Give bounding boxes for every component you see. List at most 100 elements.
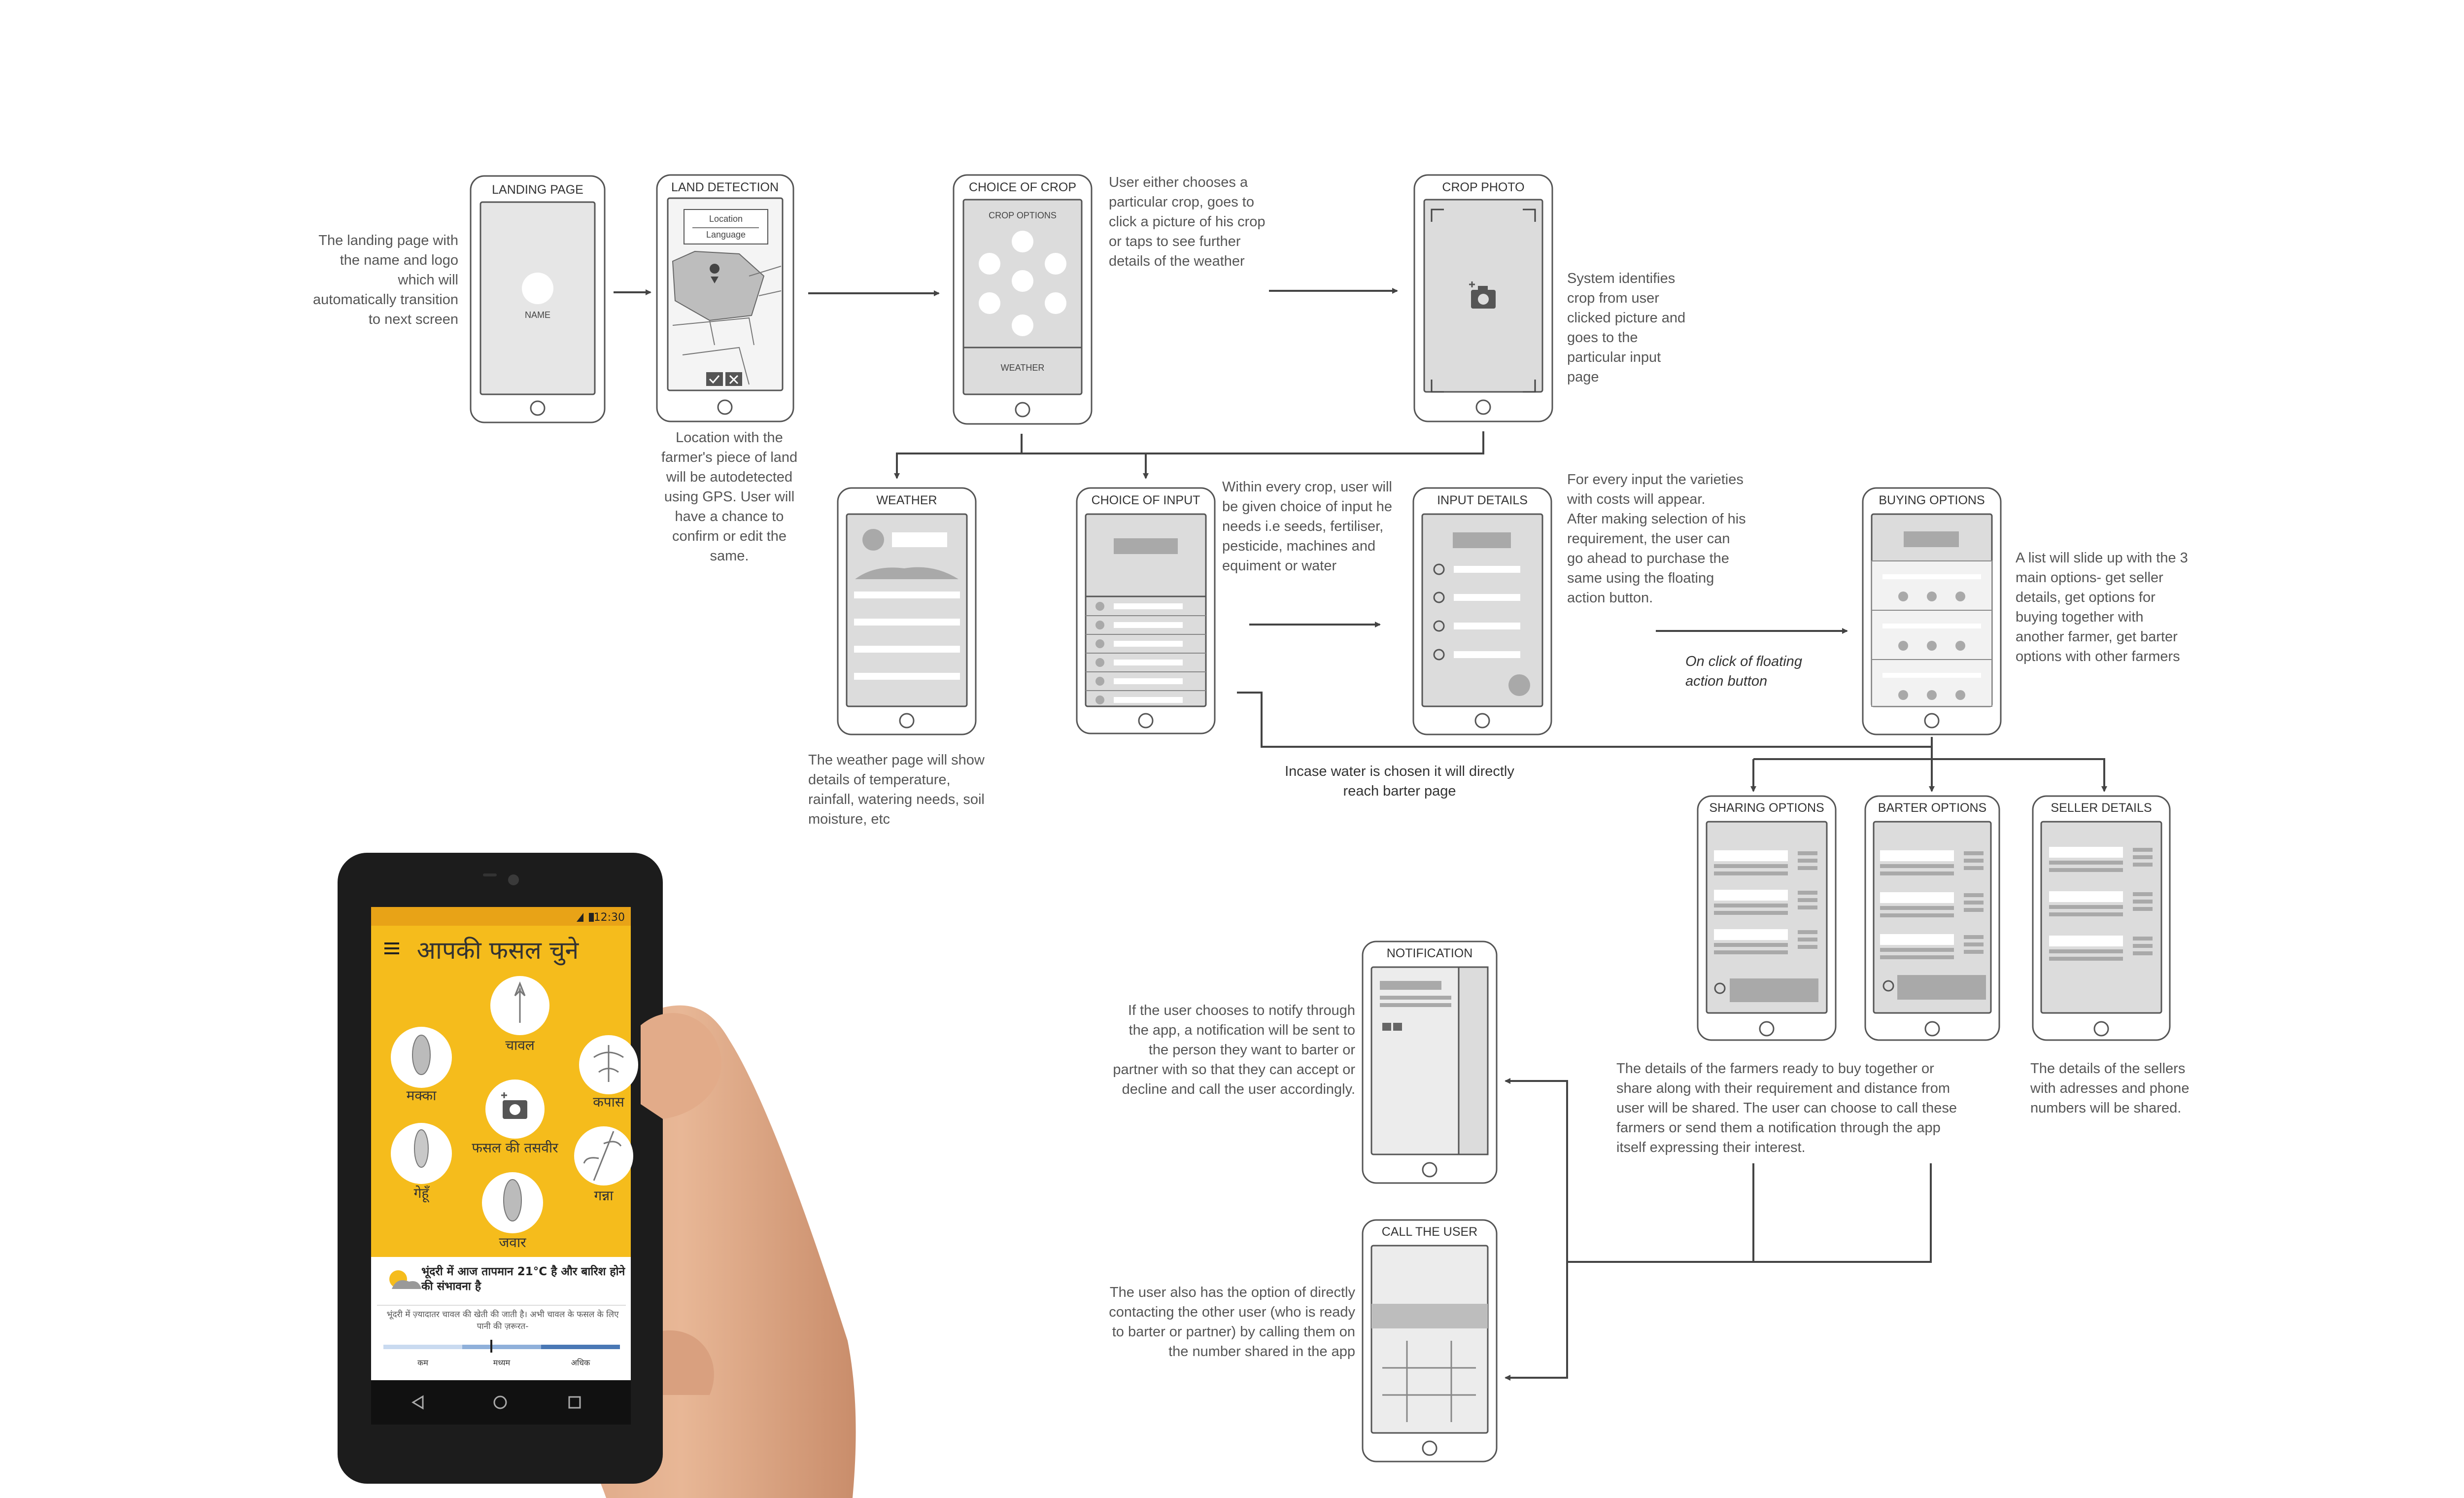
- accept-icon: [1382, 1023, 1391, 1031]
- annotation-input-details: For every input the varieties with costs…: [1567, 472, 1746, 606]
- crop-label-sorghum: जवार: [499, 1234, 526, 1251]
- screen-land-detection: LAND DETECTION Location Language: [656, 174, 794, 422]
- input-list: [1086, 595, 1206, 704]
- app-name-label: NAME: [525, 310, 550, 320]
- home-button: [1422, 1162, 1437, 1178]
- arrow-photo-to-input: [1143, 431, 1484, 479]
- caller-info: [1371, 1304, 1488, 1328]
- home-button: [899, 713, 915, 729]
- home-button: [1759, 1021, 1775, 1037]
- sugarcane-icon: [583, 1131, 622, 1181]
- screen-title: WEATHER: [876, 493, 937, 507]
- screen-seller-details: SELLER DETAILS: [2032, 795, 2171, 1041]
- crop-photo-camera-icon: [501, 1092, 527, 1119]
- weather-summary: भूंदरी में आज तापमान 21°C है और बारिश हो…: [421, 1265, 625, 1293]
- cloud-icon: [392, 1280, 421, 1289]
- weather-graph: [855, 567, 958, 579]
- screen-barter-options: BARTER OPTIONS: [1864, 795, 2000, 1041]
- water-need-scale: कम मध्यम अधिक: [383, 1340, 620, 1367]
- scale-high: अधिक: [571, 1358, 590, 1367]
- screen-crop-photo: CROP PHOTO: [1413, 174, 1553, 422]
- screen-title: CHOICE OF INPUT: [1092, 493, 1200, 507]
- wheat-icon: [414, 1129, 429, 1168]
- home-button: [530, 400, 546, 416]
- annotation-floating-action: On click of floating action button: [1685, 654, 1802, 689]
- rice-icon: [514, 981, 526, 1023]
- annotation-input-choice: Within every crop, user will be given ch…: [1222, 479, 1393, 574]
- crop-label-sugarcane: गन्ना: [594, 1187, 614, 1204]
- arrow-to-notification: [1505, 1078, 1753, 1263]
- screen-landing-page: LANDING PAGE NAME: [470, 175, 606, 423]
- home-button: [1924, 1021, 1940, 1037]
- screen-title: NOTIFICATION: [1387, 946, 1473, 960]
- location-pin-icon: [710, 264, 720, 283]
- app-heading: आपकी फसल चुने: [417, 936, 580, 966]
- weather-footer: WEATHER: [1001, 363, 1045, 373]
- annotation-crop-photo: System identifies crop from user clicked…: [1567, 271, 1686, 385]
- crop-grid[interactable]: चावल मक्का कपास फसल की तसवीर गेहूँ गन्ना: [391, 976, 638, 1251]
- land-parcel: [672, 250, 765, 321]
- annotation-farmers: The details of the farmers ready to buy …: [1616, 1061, 1957, 1155]
- water-advice: भूंदरी में ज़्यादातर चावल की खेती की जात…: [386, 1310, 619, 1331]
- home-button: [1422, 1440, 1437, 1456]
- annotation-call: The user also has the option of directly…: [1109, 1285, 1355, 1359]
- screen-area: [1706, 821, 1828, 1014]
- screen-input-details: INPUT DETAILS: [1412, 487, 1552, 735]
- home-button: [717, 399, 733, 415]
- finger: [663, 1330, 714, 1395]
- menu-icon[interactable]: [384, 942, 399, 954]
- back-icon[interactable]: [411, 1395, 424, 1410]
- crop-options-header: CROP OPTIONS: [989, 210, 1057, 220]
- arrow-crop-to-weather: [894, 434, 1023, 479]
- status-icons: [577, 913, 594, 922]
- annotation-landing: The landing page with the name and logo …: [313, 233, 458, 327]
- confirm-icon: [706, 372, 723, 386]
- viewfinder-corners: [1431, 209, 1536, 393]
- maize-icon: [412, 1035, 431, 1075]
- annotation-land-detection: Location with the farmer's piece of land…: [661, 430, 798, 564]
- water-connector: [1237, 692, 1932, 748]
- connectors: [614, 288, 2107, 1381]
- crop-option-circles: [979, 231, 1066, 336]
- screen-call-user: CALL THE USER: [1362, 1219, 1498, 1463]
- screen-area: [1085, 513, 1207, 707]
- map-roads: [672, 266, 782, 385]
- weather-icon: [862, 529, 884, 551]
- screen-choice-of-input: CHOICE OF INPUT: [1076, 487, 1216, 734]
- annotation-water: Incase water is chosen it will directly …: [1285, 764, 1514, 799]
- scale-medium: मध्यम: [493, 1358, 511, 1367]
- decline-icon: [1393, 1023, 1402, 1031]
- options-sheet: [1871, 560, 1992, 707]
- screen-area: [1370, 1245, 1489, 1434]
- screen-area: [1421, 513, 1543, 707]
- crop-label-wheat: गेहूँ: [414, 1185, 430, 1203]
- recents-icon[interactable]: [568, 1396, 581, 1409]
- annotation-weather: The weather page will show details of te…: [808, 752, 985, 827]
- weather-card[interactable]: [371, 1257, 631, 1380]
- screen-title: SELLER DETAILS: [2051, 801, 2152, 815]
- screen-title: BARTER OPTIONS: [1878, 801, 1986, 815]
- floating-action-button: [1508, 674, 1530, 696]
- home-button: [1474, 713, 1490, 729]
- home-icon[interactable]: [493, 1395, 507, 1409]
- screen-area: [846, 513, 968, 707]
- crop-label-rice: चावल: [505, 1037, 535, 1053]
- scale-marker: [490, 1340, 492, 1353]
- annotation-buying: A list will slide up with the 3 main opt…: [2016, 550, 2188, 664]
- location-field: Location: [709, 214, 743, 224]
- screen-sharing-options: SHARING OPTIONS: [1697, 795, 1837, 1041]
- location-card: [684, 209, 768, 244]
- screen-weather: WEATHER: [837, 487, 977, 735]
- camera-icon: [1469, 281, 1496, 309]
- screen-title: BUYING OPTIONS: [1879, 493, 1985, 507]
- crop-label-cotton: कपास: [593, 1094, 625, 1110]
- logo-placeholder: [522, 273, 553, 304]
- sorghum-icon: [503, 1179, 522, 1221]
- annotation-sellers: The details of the sellers with adresses…: [2030, 1061, 2190, 1116]
- home-button: [1475, 399, 1491, 415]
- screen-title: INPUT DETAILS: [1437, 493, 1528, 507]
- home-button: [1138, 713, 1154, 729]
- arrow-to-seller: [1753, 758, 2107, 792]
- screen-title: LANDING PAGE: [492, 183, 583, 197]
